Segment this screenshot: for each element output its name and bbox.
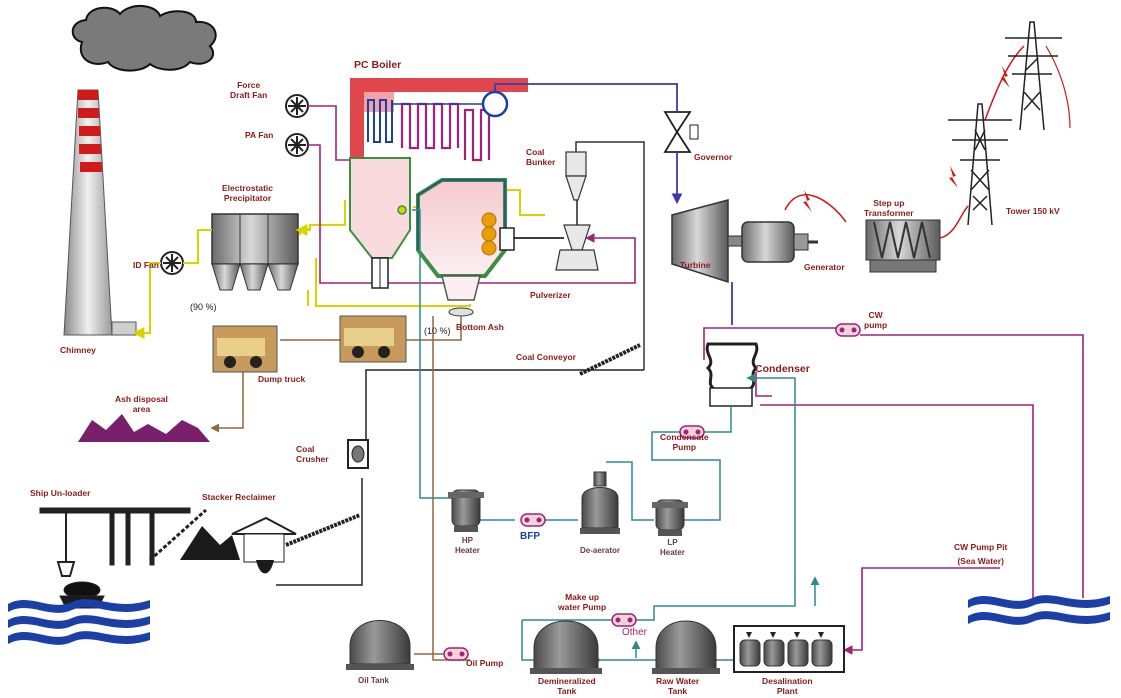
deaerator-icon [580,472,620,534]
label-coal-bunker: Coal Bunker [526,147,555,167]
ship-unloader-icon [40,508,190,608]
label-condenser: Condenser [755,364,810,374]
label-chimney: Chimney [60,345,96,355]
oil-tank-icon [346,621,414,671]
power-line-4 [1046,46,1070,128]
power-line-3 [985,46,1024,120]
label-deaerator: De-aerator [580,546,620,556]
label-id-fan: ID Fan [133,260,159,270]
dump-truck-icon [213,316,406,372]
demineralized-tank-icon [530,621,602,674]
label-esp: Electrostatic Precipitator [222,183,273,203]
makeup-water-pump-icon [612,614,636,626]
label-bottom-ash: Bottom Ash [456,322,504,332]
label-turbine: Turbine [680,260,711,270]
stacker-reclaimer-icon [150,510,296,574]
condenser-icon [707,344,757,406]
label-cw-pump-pit: CW Pump Pit (Sea Water) [954,540,1007,568]
transmission-tower-2-icon [1005,22,1062,130]
oil-pump-icon [444,648,468,660]
pc-boiler-icon [350,78,678,316]
electrostatic-precipitator-icon [212,214,298,290]
sea-water-right [968,595,1110,625]
label-step-up-transformer: Step up Transformer [864,198,914,218]
label-hp-heater: HP Heater [455,536,480,556]
pulverizer-icon [514,200,598,270]
transmission-tower-1-icon [948,104,1012,225]
label-makeup-water-pump: Make up water Pump [558,592,606,612]
label-dump-truck: Dump truck [258,374,305,384]
hp-heater-icon [448,490,484,532]
label-coal-conveyor: Coal Conveyor [516,352,576,362]
label-bfp: BFP [520,532,540,542]
label-10-percent: (10 %) [424,326,451,336]
label-pa-fan: PA Fan [245,130,273,140]
label-ship-unloader: Ship Un-loader [30,488,90,498]
label-stacker-reclaimer: Stacker Reclaimer [202,492,276,502]
desalination-plant-icon [734,626,844,672]
smoke-cloud [73,6,216,71]
label-demineralized-tank: Demineralized Tank [538,676,596,696]
label-oil-pump: Oil Pump [466,658,503,668]
coal-crusher-icon [348,440,368,468]
power-line-2 [940,206,968,238]
label-generator: Generator [804,262,845,272]
coal-line-2 [276,478,362,585]
label-pulverizer: Pulverizer [530,290,571,300]
power-line-1 [785,195,846,222]
cw-pump-icon [836,324,860,336]
label-force-draft-fan: Force Draft Fan [230,80,267,100]
label-governor: Governor [694,152,732,162]
label-tower: Tower 150 kV [1006,206,1060,216]
sea-water-left [8,599,150,645]
label-oil-tank: Oil Tank [358,676,389,686]
lp-heater-icon [652,500,688,536]
bfp-pump-icon [521,514,545,526]
label-90-percent: (90 %) [190,302,217,312]
governor-valve-icon [665,84,698,202]
label-ash-disposal: Ash disposal area [115,394,168,414]
raw-water-tank-icon [652,621,720,674]
lightning-1-icon [803,190,812,212]
label-desalination-plant: Desalination Plant [762,676,813,696]
label-condensate-pump: Condensate Pump [660,432,709,452]
label-raw-water-tank: Raw Water Tank [656,676,699,696]
burner-flames [482,213,496,255]
coal-line [366,370,644,440]
label-pc-boiler: PC Boiler [354,60,401,70]
label-other: Other [622,628,647,638]
pa-fan-icon [286,134,308,156]
generator-icon [742,222,818,262]
label-lp-heater: LP Heater [660,538,685,558]
id-fan-icon [161,252,183,274]
lightning-2-icon [949,166,958,188]
label-coal-crusher: Coal Crusher [296,444,329,464]
step-up-transformer-icon [866,220,940,272]
stacker-conveyor [286,515,360,545]
chimney-icon [64,90,136,335]
force-draft-fan-icon [286,95,308,117]
label-cw-pump: CW pump [864,310,887,330]
ash-disposal-icon [78,414,210,442]
